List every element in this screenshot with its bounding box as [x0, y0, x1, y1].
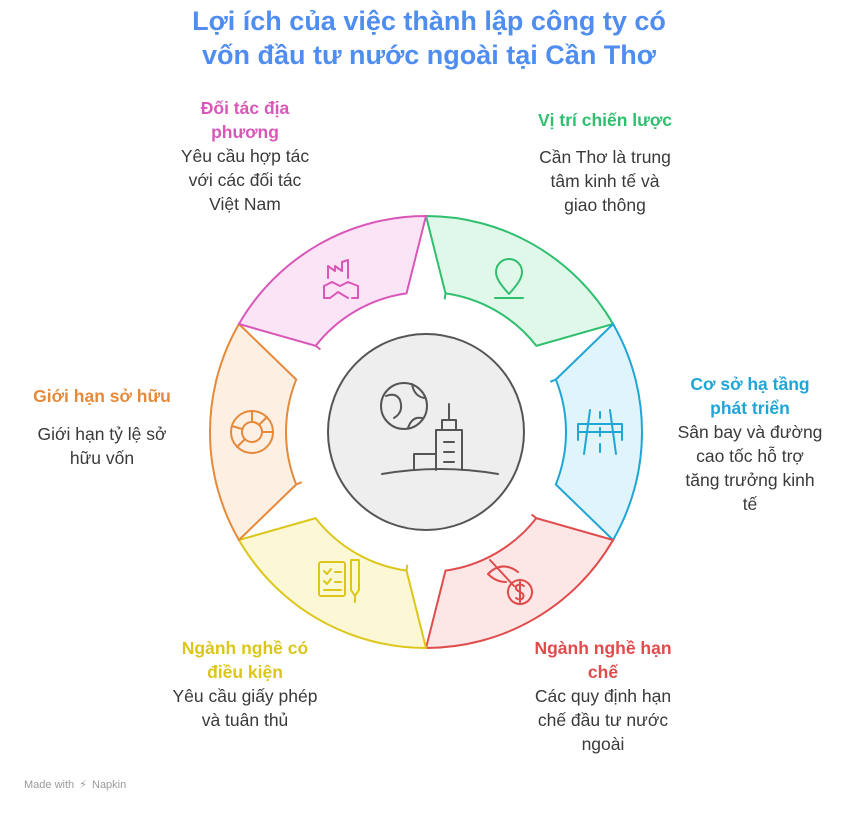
globe-city-icon: [380, 382, 499, 475]
title-line-2: vốn đầu tư nước ngoài tại Cần Thơ: [201, 40, 656, 70]
segment-title: Giới hạn sở hữu: [33, 386, 171, 406]
segment-description: Sân bay và đường cao tốc hỗ trợ tăng trư…: [677, 422, 823, 514]
segment-notch: [295, 481, 303, 486]
location-pin-icon: [494, 258, 524, 299]
napkin-logo-icon: ⚡: [79, 779, 87, 791]
segment-notch: [405, 564, 409, 571]
segment-description: Các quy định hạn chế đầu tư nước ngoài: [534, 686, 672, 754]
label-infrastructure: Cơ sở hạ tầng phát triển Sân bay và đườn…: [650, 372, 850, 516]
segment-title: Vị trí chiến lược: [537, 110, 673, 130]
checklist-pen-icon: [318, 559, 360, 603]
label-ownership-limit: Giới hạn sở hữu Giới hạn tỷ lệ sở hữu vố…: [0, 384, 204, 470]
pie-chart-icon: [230, 410, 274, 454]
title-line-1: Lợi ích của việc thành lập công ty có: [192, 6, 666, 36]
segment-notch: [443, 293, 447, 300]
label-conditional-sectors: Ngành nghề có điều kiện Yêu cầu giấy phé…: [140, 636, 350, 732]
segment-title: Ngành nghề có điều kiện: [181, 638, 309, 682]
segment-notch: [530, 513, 537, 519]
label-strategic-location: Vị trí chiến lược Cần Thơ là trung tâm k…: [500, 108, 710, 217]
segment-description: Yêu cầu hợp tác với các đối tác Việt Nam: [180, 146, 310, 214]
segment-local-partners: [237, 214, 428, 347]
page-title: Lợi ích của việc thành lập công ty có vố…: [0, 4, 858, 72]
footer-credit: Made with ⚡ Napkin: [24, 779, 127, 791]
segment-description: Cần Thơ là trung tâm kinh tế và giao thô…: [539, 147, 671, 215]
segment-conditional-sectors: [237, 517, 428, 650]
segment-title: Ngành nghề hạn chế: [534, 638, 672, 682]
segment-description: Giới hạn tỷ lệ sở hữu vốn: [37, 424, 167, 468]
segment-notch: [549, 378, 557, 383]
highway-icon: [577, 409, 623, 455]
segment-ownership-limit: [209, 322, 298, 542]
segment-title: Cơ sở hạ tầng phát triển: [690, 374, 810, 418]
center-hub: [327, 333, 525, 531]
segment-title: Đối tác địa phương: [200, 98, 290, 142]
label-restricted-sectors: Ngành nghề hạn chế Các quy định hạn chế …: [498, 636, 708, 756]
handshake-factory-icon: [323, 259, 359, 299]
label-local-partners: Đối tác địa phương Yêu cầu hợp tác với c…: [140, 96, 350, 216]
restricted-money-icon: [487, 559, 533, 605]
segment-notch: [315, 345, 322, 351]
segment-description: Yêu cầu giấy phép và tuân thủ: [172, 686, 318, 730]
